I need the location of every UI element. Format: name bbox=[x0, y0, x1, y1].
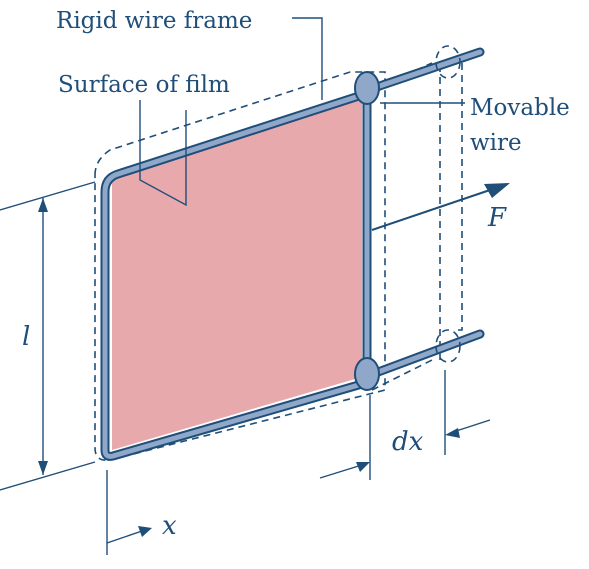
label-wire: wire bbox=[470, 130, 522, 156]
dim-x-arrow-head bbox=[138, 526, 152, 537]
bottom-ring bbox=[354, 357, 380, 391]
bottom-ring-displaced bbox=[435, 329, 461, 363]
force-arrow-head bbox=[484, 183, 510, 198]
top-ring-displaced bbox=[435, 45, 461, 79]
dim-l-arrow-bottom bbox=[38, 461, 48, 475]
dim-dx-arrow-left-head bbox=[356, 462, 370, 472]
label-surface: Surface of film bbox=[58, 72, 230, 98]
leader-surface bbox=[139, 100, 187, 207]
label-movable: Movable bbox=[470, 95, 570, 121]
dim-dx-arrow-left-line bbox=[319, 463, 366, 479]
bottom-rail-inner bbox=[359, 331, 483, 381]
label-rigid-frame: Rigid wire frame bbox=[56, 8, 252, 34]
label-force: F bbox=[487, 203, 507, 233]
label-displacement: dx bbox=[392, 427, 424, 457]
dim-l-arrow-top bbox=[38, 198, 48, 212]
film-surface bbox=[112, 95, 362, 450]
label-length: l bbox=[22, 322, 30, 352]
dim-dx-arrow-right-head bbox=[445, 428, 460, 438]
label-position: x bbox=[162, 511, 177, 541]
dim-l-tick-bottom bbox=[0, 461, 96, 491]
leader-rigid-frame bbox=[292, 17, 323, 100]
top-ring bbox=[354, 71, 380, 105]
dim-l-tick-top bbox=[0, 181, 96, 211]
rigid-wire-frame-inner bbox=[102, 92, 363, 459]
dim-x-arrow-line bbox=[106, 529, 146, 544]
force-arrow-line bbox=[371, 189, 491, 231]
